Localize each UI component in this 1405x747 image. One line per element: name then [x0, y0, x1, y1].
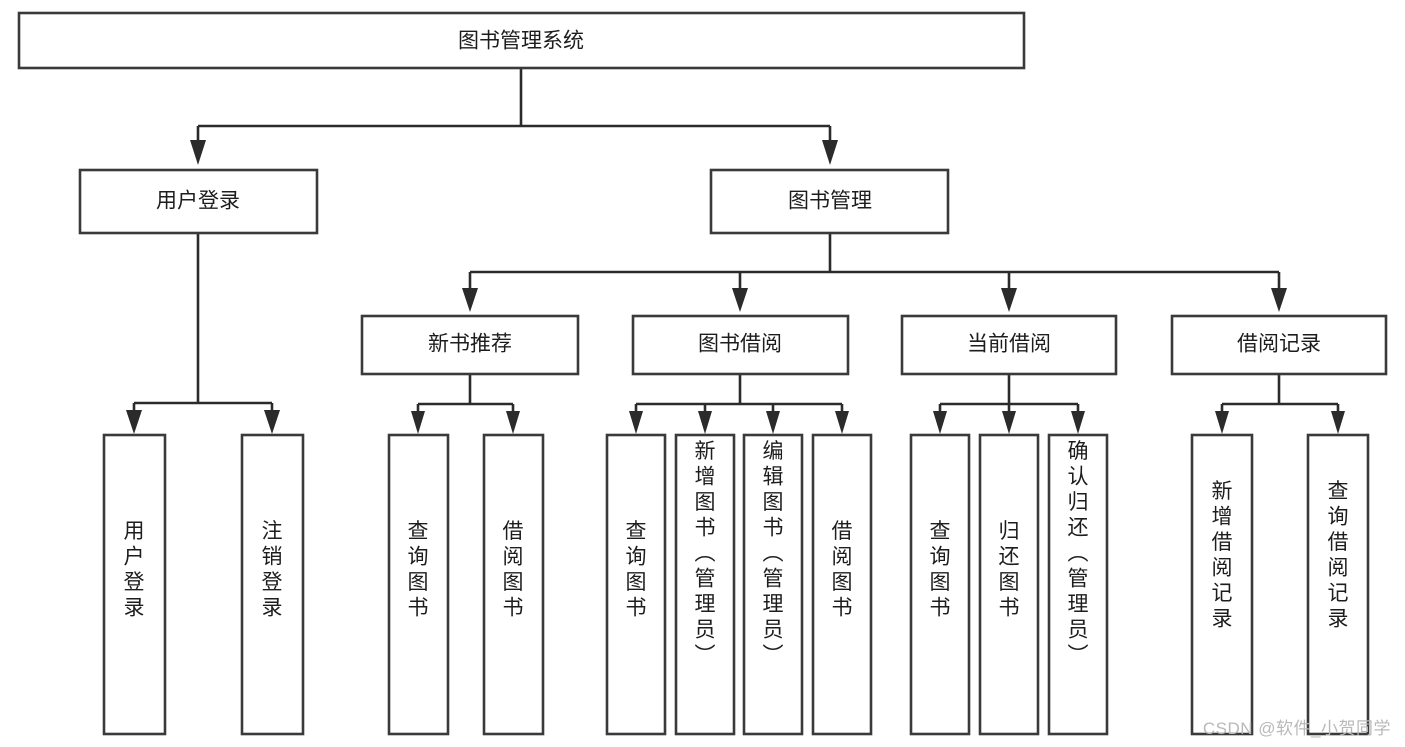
node-root[interactable]: 图书管理系统 [17, 11, 1026, 70]
connector-group-root [190, 68, 838, 165]
node-leaf-query-record-box[interactable] [1306, 433, 1370, 736]
node-leaf-borrow-book-1-box[interactable] [482, 433, 545, 736]
node-user-login-label: 用户登录 [156, 190, 240, 213]
node-leaf-add-book-label: 新增图书︵管理员︶ [695, 440, 716, 667]
node-leaf-query-book-3[interactable]: 查询图书 [909, 433, 971, 736]
node-current-borrow-label: 当前借阅 [967, 333, 1051, 356]
node-leaf-add-record-box[interactable] [1190, 433, 1254, 736]
node-book-manage-box[interactable] [709, 168, 950, 235]
connector-group-borrow-record [1215, 374, 1345, 434]
node-borrow-record[interactable]: 借阅记录 [1170, 314, 1388, 376]
node-leaf-user-login[interactable]: 用户登录 [102, 433, 167, 736]
node-leaf-query-book-2[interactable]: 查询图书 [605, 433, 667, 736]
connector-group-book-manage [462, 233, 1287, 312]
node-leaf-user-login-label: 用户登录 [124, 520, 145, 620]
node-book-borrow[interactable]: 图书借阅 [631, 314, 850, 376]
csdn-watermark: CSDN @软件_小贺同学 [1202, 719, 1391, 738]
node-leaf-return-book-box[interactable] [978, 433, 1040, 736]
connector-group-new-book-rec [411, 374, 520, 434]
node-leaf-confirm-return-box[interactable] [1047, 433, 1109, 736]
node-leaf-confirm-return[interactable]: 确认归还︵管理员︶ [1047, 433, 1109, 736]
node-leaf-add-book[interactable]: 新增图书︵管理员︶ [674, 433, 736, 736]
arrowhead-leaf-query-book-2 [629, 411, 643, 434]
node-borrow-record-label: 借阅记录 [1237, 333, 1321, 356]
node-leaf-return-book[interactable]: 归还图书 [978, 433, 1040, 736]
node-new-book-rec-box[interactable] [360, 314, 580, 376]
node-leaf-query-book-1[interactable]: 查询图书 [387, 433, 450, 736]
node-user-login[interactable]: 用户登录 [78, 168, 319, 235]
node-new-book-rec-label: 新书推荐 [428, 333, 512, 356]
node-root-box[interactable] [17, 11, 1026, 70]
node-leaf-logout-login-box[interactable] [240, 433, 305, 736]
node-leaf-edit-book-label: 编辑图书︵管理员︶ [763, 440, 784, 667]
arrowhead-leaf-user-login [126, 410, 142, 434]
node-leaf-borrow-book-1-label: 借阅图书 [503, 520, 524, 620]
arrowhead-leaf-logout-login [264, 410, 280, 434]
node-leaf-borrow-book-2-label: 借阅图书 [832, 520, 853, 620]
node-user-login-box[interactable] [78, 168, 319, 235]
connector-group-current-borrow [933, 374, 1085, 434]
node-leaf-edit-book[interactable]: 编辑图书︵管理员︶ [742, 433, 804, 736]
node-book-borrow-box[interactable] [631, 314, 850, 376]
arrowhead-leaf-add-book [698, 411, 712, 434]
arrowhead-leaf-edit-book [766, 411, 780, 434]
arrowhead-leaf-add-record [1215, 411, 1229, 434]
connector-group-user-login [126, 233, 280, 434]
arrowhead-new-book-rec [462, 288, 478, 312]
arrowhead-leaf-query-book-3 [933, 411, 947, 434]
node-leaf-query-book-1-box[interactable] [387, 433, 450, 736]
arrowhead-book-manage [822, 140, 838, 165]
node-leaf-return-book-label: 归还图书 [999, 520, 1020, 620]
arrowhead-leaf-query-book-1 [411, 411, 425, 434]
node-leaf-query-book-3-box[interactable] [909, 433, 971, 736]
arrowhead-current-borrow [1001, 288, 1017, 312]
node-leaf-query-record[interactable]: 查询借阅记录 [1306, 433, 1370, 736]
arrowhead-book-borrow [732, 288, 748, 312]
node-leaf-logout-login[interactable]: 注销登录 [240, 433, 305, 736]
arrowhead-leaf-borrow-book-2 [835, 411, 849, 434]
node-leaf-add-record-label: 新增借阅记录 [1212, 480, 1233, 631]
node-leaf-query-book-2-box[interactable] [605, 433, 667, 736]
arrowhead-leaf-borrow-book-1 [506, 411, 520, 434]
node-book-manage-label: 图书管理 [788, 190, 872, 213]
node-leaf-query-record-label: 查询借阅记录 [1328, 480, 1349, 631]
node-leaf-query-book-3-label: 查询图书 [930, 520, 951, 620]
node-new-book-rec[interactable]: 新书推荐 [360, 314, 580, 376]
node-leaf-user-login-box[interactable] [102, 433, 167, 736]
connector-group-book-borrow [629, 374, 849, 434]
node-leaf-borrow-book-1[interactable]: 借阅图书 [482, 433, 545, 736]
node-root-label: 图书管理系统 [458, 30, 584, 53]
node-book-manage[interactable]: 图书管理 [709, 168, 950, 235]
node-leaf-borrow-book-2[interactable]: 借阅图书 [811, 433, 873, 736]
arrowhead-leaf-return-book [1002, 411, 1016, 434]
node-leaf-query-book-1-label: 查询图书 [408, 520, 429, 620]
node-leaf-add-record[interactable]: 新增借阅记录 [1190, 433, 1254, 736]
node-leaf-confirm-return-label: 确认归还︵管理员︶ [1068, 440, 1089, 667]
node-leaf-borrow-book-2-box[interactable] [811, 433, 873, 736]
arrowhead-borrow-record [1271, 288, 1287, 312]
node-leaf-edit-book-box[interactable] [742, 433, 804, 736]
node-leaf-add-book-box[interactable] [674, 433, 736, 736]
arrowhead-leaf-query-record [1331, 411, 1345, 434]
arrowhead-leaf-confirm-return [1071, 411, 1085, 434]
node-borrow-record-box[interactable] [1170, 314, 1388, 376]
node-book-borrow-label: 图书借阅 [698, 333, 782, 356]
node-current-borrow[interactable]: 当前借阅 [900, 314, 1118, 376]
arrowhead-user-login [190, 140, 206, 165]
node-leaf-logout-login-label: 注销登录 [262, 520, 283, 620]
node-current-borrow-box[interactable] [900, 314, 1118, 376]
node-leaf-query-book-2-label: 查询图书 [626, 520, 647, 620]
